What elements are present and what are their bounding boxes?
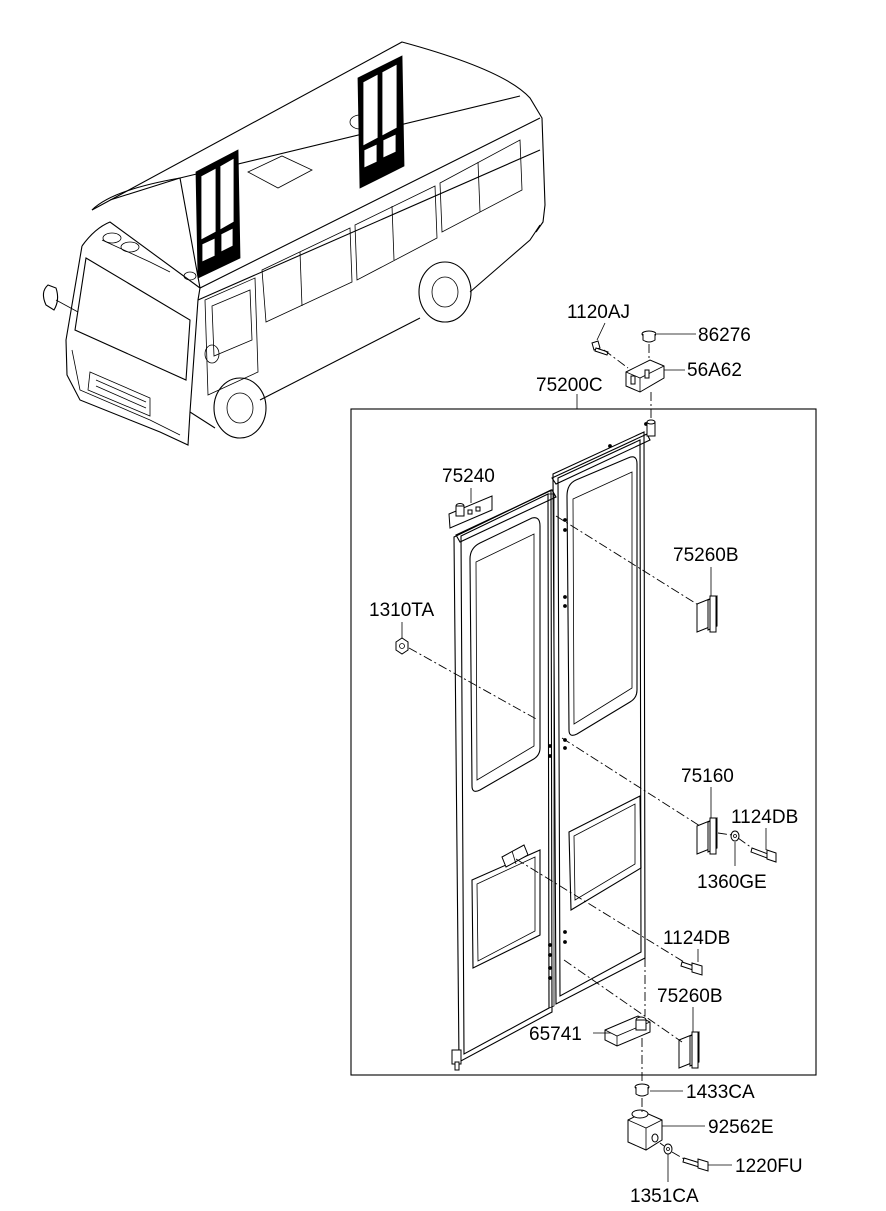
part-86276 <box>641 330 657 343</box>
label-1120AJ: 1120AJ <box>567 302 630 323</box>
part-1220FU <box>682 1157 709 1172</box>
part-75260B-top <box>696 595 718 633</box>
door-assembly <box>451 419 656 1071</box>
part-75160 <box>696 817 718 855</box>
part-56A62 <box>625 359 665 393</box>
label-56A62: 56A62 <box>687 360 742 381</box>
label-65741: 65741 <box>529 1024 582 1045</box>
part-1124DB-lower <box>680 961 703 976</box>
assembly-frame <box>350 408 817 1076</box>
part-1433CA <box>634 1083 650 1097</box>
part-75240 <box>448 495 493 529</box>
part-1310TA <box>395 637 409 655</box>
label-75160: 75160 <box>681 766 734 787</box>
label-86276: 86276 <box>698 325 751 346</box>
label-75260B-bottom: 75260B <box>657 986 723 1007</box>
bus-illustration <box>42 41 546 446</box>
label-92562E: 92562E <box>708 1117 774 1138</box>
part-1124DB-upper <box>750 847 777 863</box>
part-65741 <box>604 1015 651 1047</box>
label-1433CA: 1433CA <box>686 1082 755 1103</box>
label-1310TA: 1310TA <box>369 600 434 621</box>
label-75200C: 75200C <box>536 375 603 396</box>
assembly-guide-lines <box>408 344 753 1160</box>
label-1124DB-upper: 1124DB <box>731 807 798 828</box>
leader-lines <box>401 322 767 1182</box>
part-92562E <box>627 1109 663 1151</box>
label-75240: 75240 <box>442 466 495 487</box>
part-1351CA <box>663 1143 673 1155</box>
part-1120AJ <box>591 340 609 356</box>
part-1360GE <box>730 830 740 842</box>
label-1351CA: 1351CA <box>630 1186 699 1207</box>
label-1220FU: 1220FU <box>735 1156 803 1177</box>
label-1360GE: 1360GE <box>697 872 767 893</box>
part-75260B-bottom <box>678 1031 700 1069</box>
label-75260B-top: 75260B <box>673 545 739 566</box>
label-1124DB-lower: 1124DB <box>663 928 730 949</box>
